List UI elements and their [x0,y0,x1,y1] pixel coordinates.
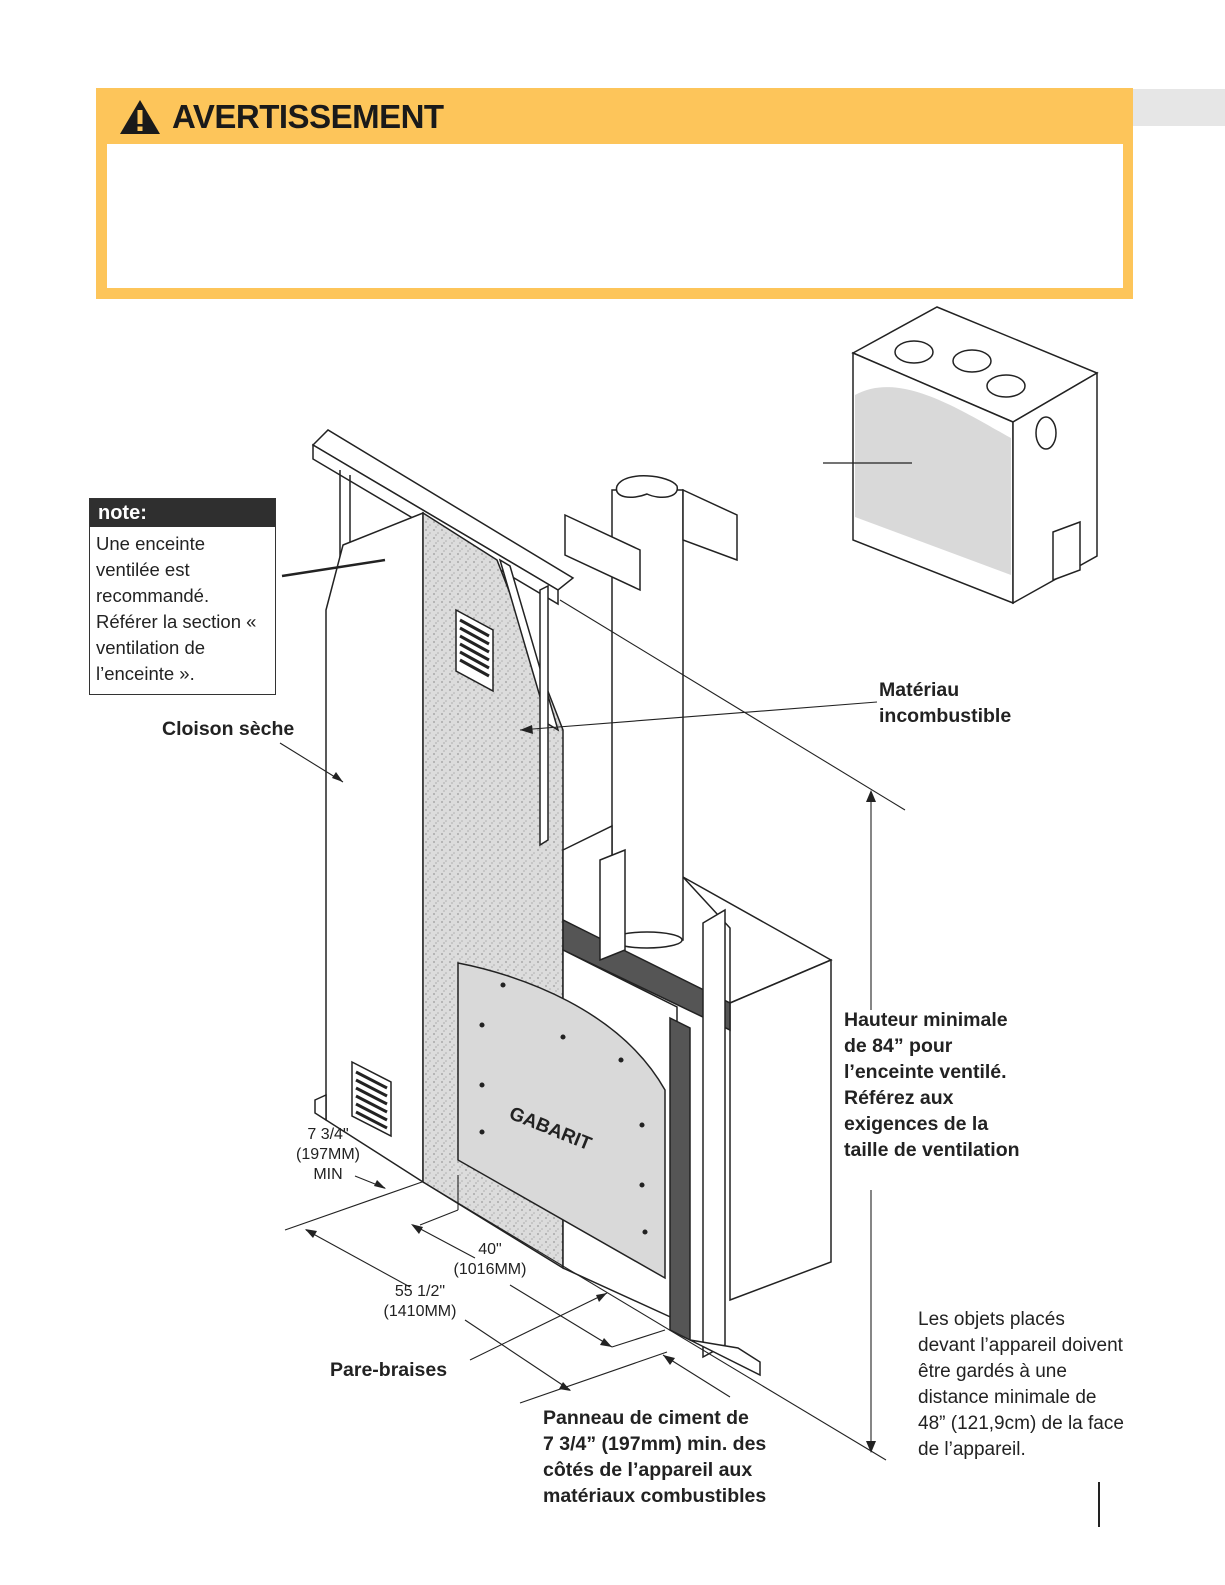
label-cloison: Cloison sèche [162,718,295,740]
label-pare-braises: Pare-braises [330,1359,448,1381]
page-margin-line [1098,1482,1100,1527]
warning-title: AVERTISSEMENT [172,98,444,135]
arrowheads [305,725,876,1453]
label-panneau: Panneau de ciment de 7 3/4” (197mm) min.… [543,1407,767,1507]
note-box: note: Une enceinte ventilée est recomman… [89,498,276,695]
dim-width-40: 40" (1016MM) [453,1241,527,1278]
vent-grill-upper [455,608,494,693]
label-materiau: Matériau incombustible [879,679,1012,727]
note-heading: note: [90,499,275,527]
dim-side-min: 7 3/4" (197MM) MIN [295,1126,360,1183]
note-text: Une enceinte ventilée est recommandé. Ré… [96,533,257,684]
wall-studs [498,558,560,847]
dim-width-55: 55 1/2" (1410MM) [383,1283,457,1320]
dimension-lines [279,558,906,1461]
fireplace-box-small [851,306,1099,605]
page-tab [1131,89,1225,126]
vent-grill-lower [351,1060,392,1138]
label-objets: Les objets placés devant l’appareil doiv… [918,1309,1124,1460]
warning-triangle-icon [120,100,160,134]
template-panel [457,962,666,1280]
drywall-panel [314,511,424,1184]
warning-body [107,144,1123,288]
label-hauteur: Hauteur minimale de 84” pour l’enceinte … [844,1009,1020,1161]
warning-header: AVERTISSEMENT [118,96,444,138]
corner-stud [599,848,761,1377]
